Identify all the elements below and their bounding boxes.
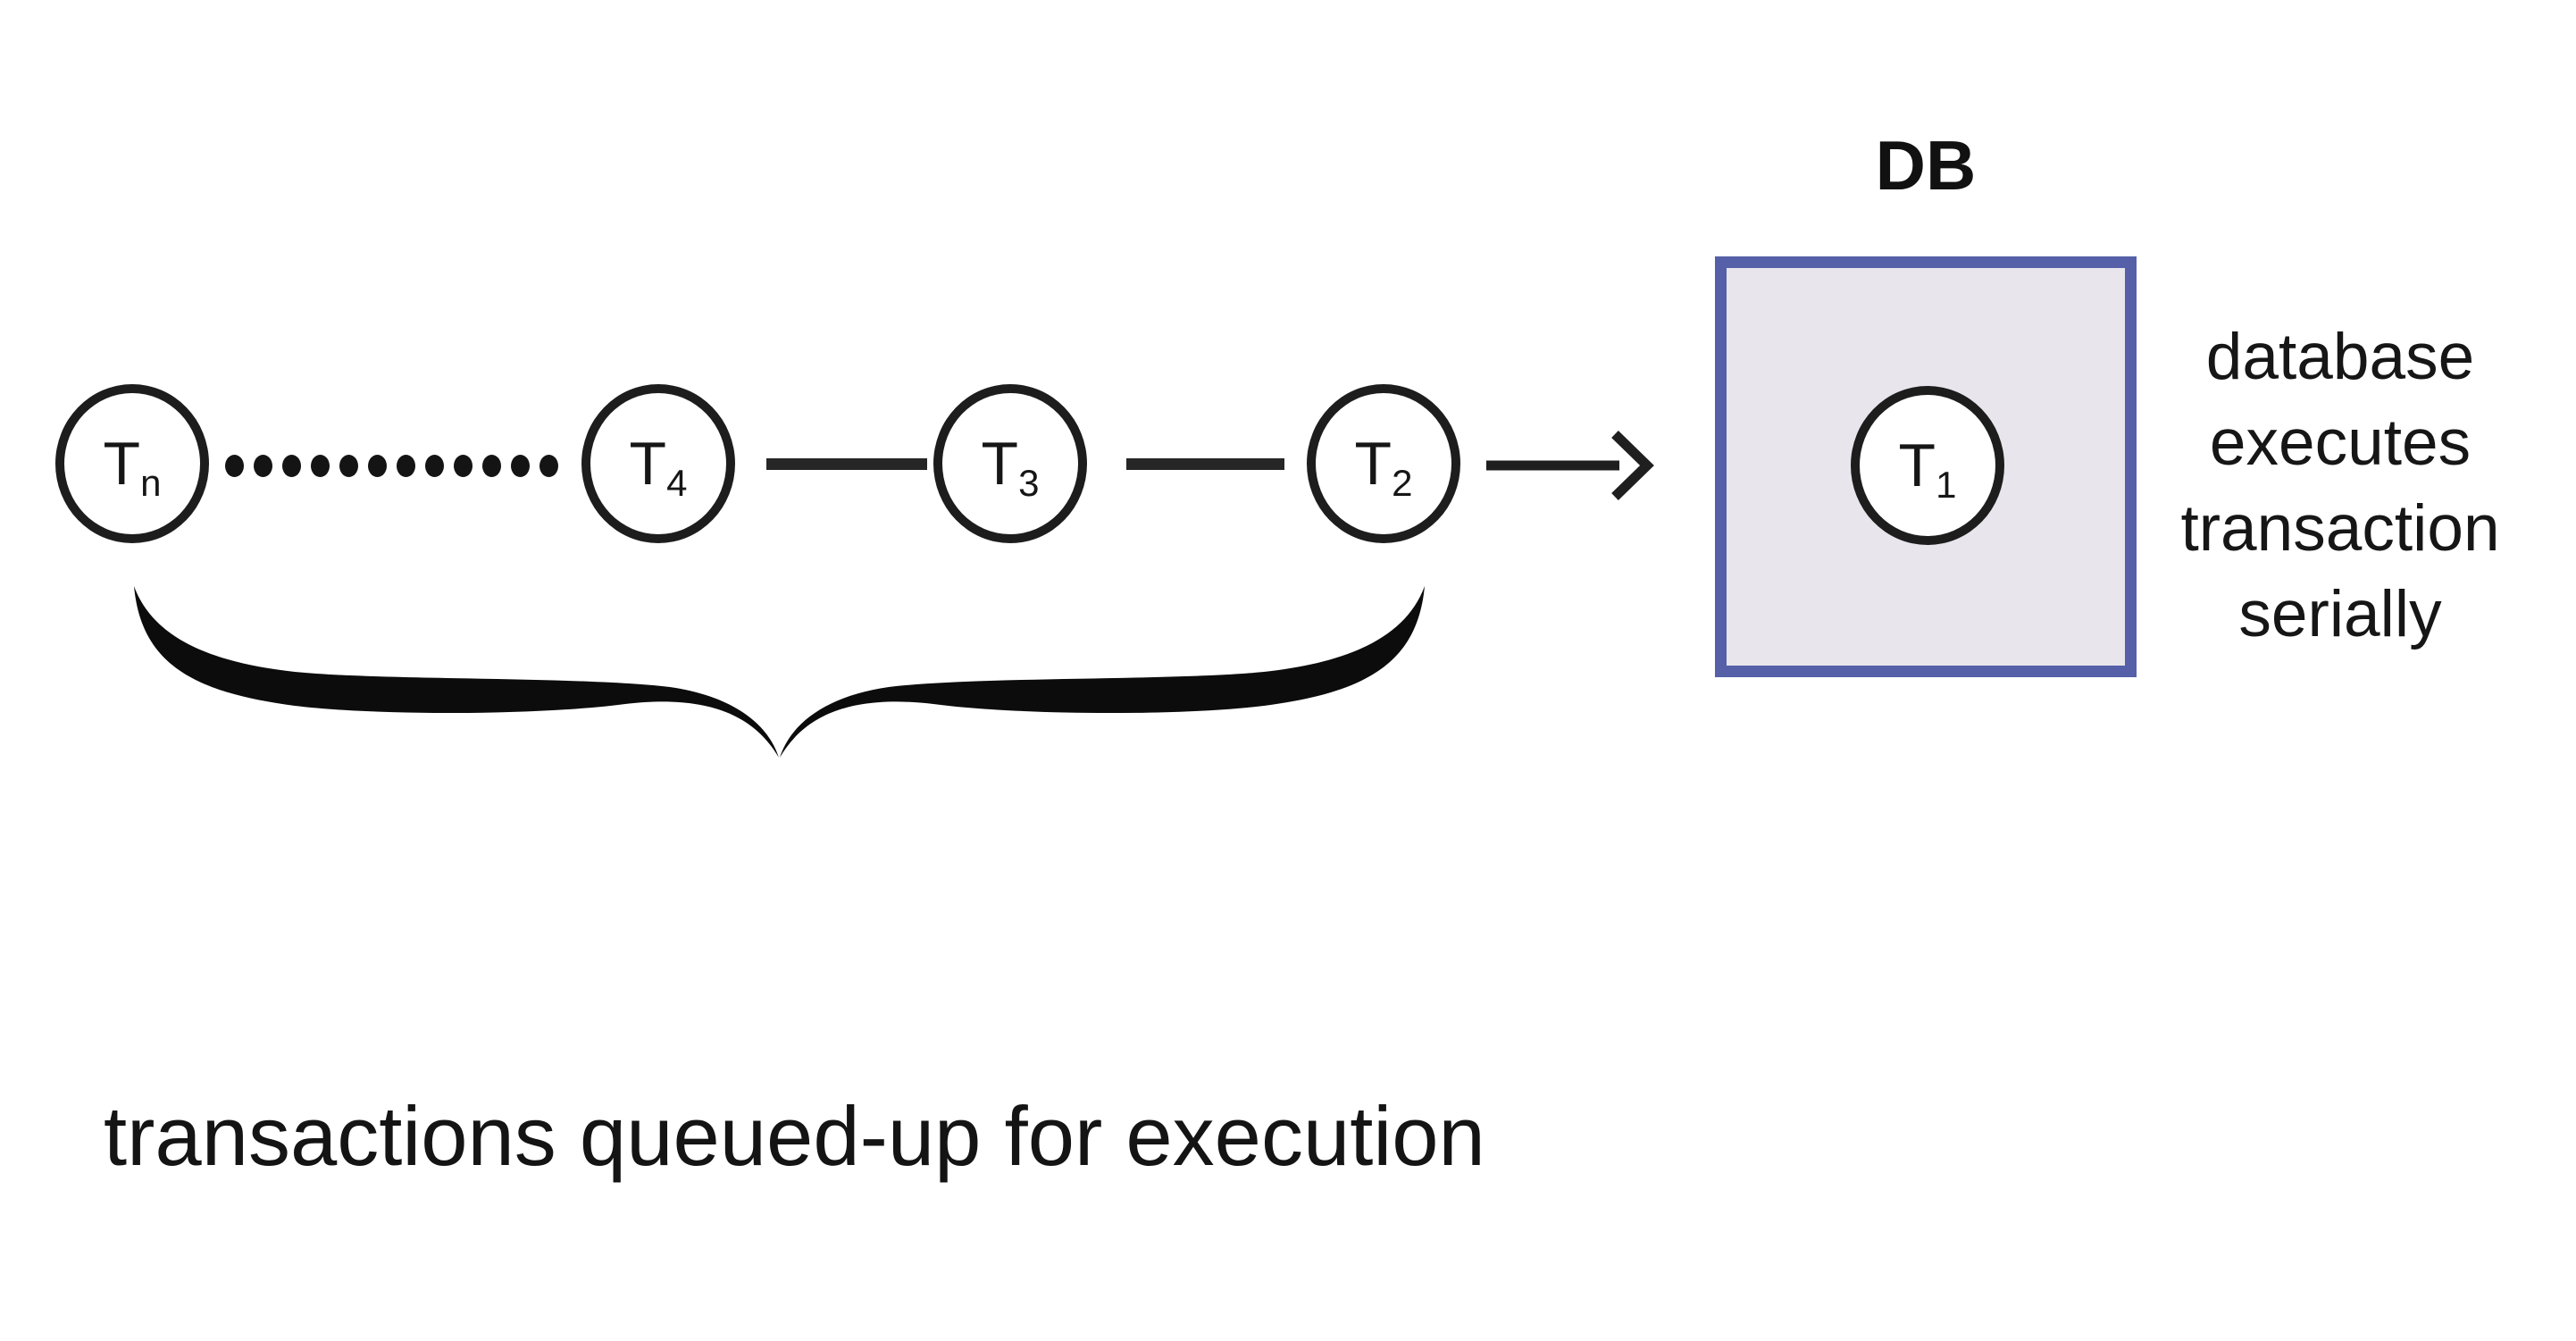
dot (397, 455, 415, 477)
underbrace-left-half (134, 586, 779, 758)
dot (254, 455, 272, 477)
side-note: database executes transaction serially (2180, 321, 2500, 650)
dot (539, 455, 558, 477)
queue-connector-2 (1126, 458, 1284, 470)
dot (339, 455, 358, 477)
underbrace-right-half (780, 586, 1425, 758)
node-subscript: 4 (666, 462, 688, 504)
dot (482, 455, 501, 477)
caption: transactions queued-up for execution (104, 1089, 1485, 1183)
dot (225, 455, 244, 477)
flow-arrow-icon (1486, 431, 1654, 500)
dot (511, 455, 530, 477)
db-label: DB (1875, 126, 1977, 205)
node-subscript: n (140, 462, 162, 504)
node-label: T 3 (981, 430, 1040, 502)
transaction-node-t3: T 3 (933, 384, 1087, 543)
node-symbol: T (103, 430, 141, 498)
node-subscript: 1 (1936, 464, 1957, 506)
dot (311, 455, 330, 477)
node-symbol: T (1354, 430, 1393, 498)
dot (368, 455, 387, 477)
node-label: T 2 (1354, 430, 1413, 502)
transaction-node-t2: T 2 (1307, 384, 1460, 543)
node-symbol: T (629, 430, 667, 498)
node-subscript: 2 (1392, 462, 1413, 504)
node-symbol: T (1898, 432, 1936, 499)
node-label: T 1 (1898, 432, 1957, 504)
arrow-head (1611, 431, 1654, 500)
dot (282, 455, 301, 477)
dot (425, 455, 444, 477)
underbrace-icon (134, 586, 1425, 758)
ellipsis-dots (225, 455, 558, 477)
node-label: T 4 (629, 430, 688, 502)
dot (454, 455, 473, 477)
node-label: T n (103, 430, 162, 502)
queue-connector-1 (766, 458, 927, 470)
node-symbol: T (981, 430, 1019, 498)
transaction-node-t1: T 1 (1851, 386, 2004, 545)
transaction-node-t4: T 4 (581, 384, 735, 543)
node-subscript: 3 (1018, 462, 1040, 504)
transaction-node-tn: T n (55, 384, 209, 543)
